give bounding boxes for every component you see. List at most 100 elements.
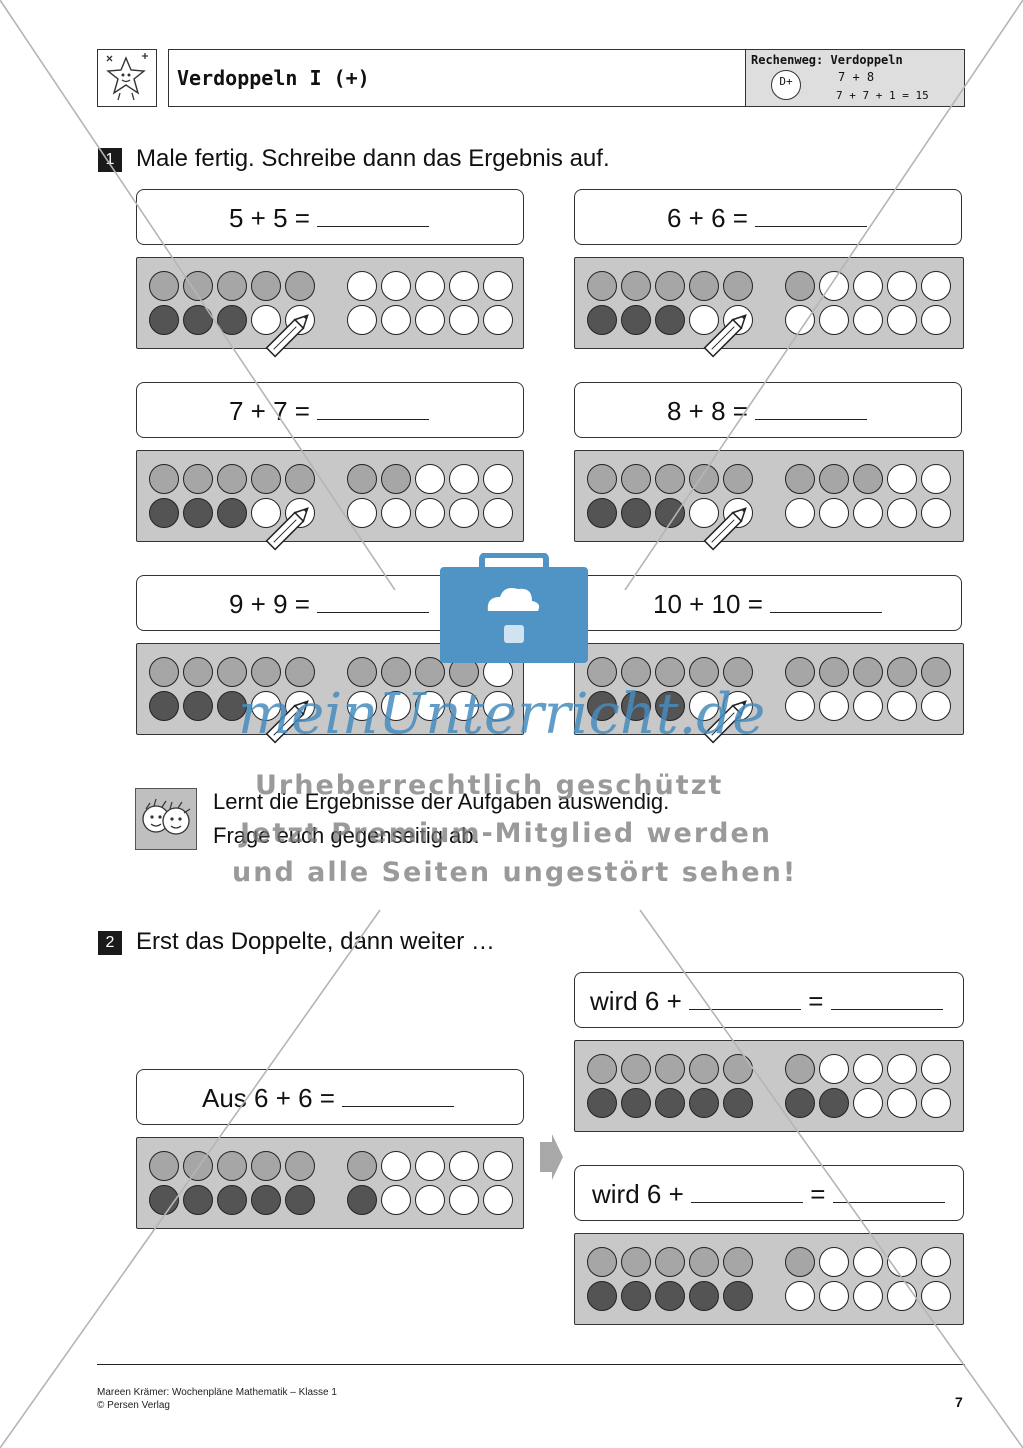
answer-blank[interactable] [316,395,429,420]
answer-blank[interactable] [691,1178,803,1203]
counter-dot [887,1247,917,1277]
counter-dot [251,271,281,301]
answer-blank[interactable] [769,588,882,613]
answer-blank[interactable] [832,1178,945,1203]
counter-dot [347,657,377,687]
counter-dot [149,464,179,494]
answer-blank[interactable] [316,588,429,613]
counter-dot [285,1151,315,1181]
counter-dot [921,1088,951,1118]
counter-dot [217,657,247,687]
counter-dot [887,271,917,301]
counter-dot [785,1247,815,1277]
counter-dot [415,1185,445,1215]
counter-dot [785,464,815,494]
counter-dot [381,498,411,528]
counter-dot [149,271,179,301]
counter-dot [723,1247,753,1277]
counter-dot [921,1281,951,1311]
counter-dot [689,464,719,494]
counter-dot [853,1281,883,1311]
counter-dot [655,691,685,721]
counter-dot [149,1185,179,1215]
result-equation-box-1: wird 6 + = [574,972,964,1028]
equation-box: 5 + 5 = [136,189,524,245]
counter-dot [449,1185,479,1215]
counter-dot [183,691,213,721]
counter-dot [655,1088,685,1118]
counter-dot [723,657,753,687]
counter-dot [819,1054,849,1084]
counter-dot [381,657,411,687]
counter-dot [415,305,445,335]
counter-dot [587,1281,617,1311]
counter-dot [149,691,179,721]
counter-dot [483,691,513,721]
counter-dot [689,1088,719,1118]
counter-dot [921,1054,951,1084]
counter-dot [723,1281,753,1311]
ten-frame [136,450,524,551]
counter-dot [217,1151,247,1181]
counter-dot [449,464,479,494]
example-line-1: 7 + 8 [838,70,875,84]
counter-dot [921,691,951,721]
result-ten-frame-1 [574,1040,964,1132]
counter-dot [819,464,849,494]
counter-dot [483,271,513,301]
answer-blank[interactable] [316,202,429,227]
counter-dot [347,305,377,335]
counter-dot [819,1088,849,1118]
counter-dot [723,1088,753,1118]
answer-blank[interactable] [689,985,801,1010]
counter-dot [149,657,179,687]
counter-dot [921,1247,951,1277]
counter-dot [483,1151,513,1181]
start-ten-frame [136,1137,524,1229]
counter-dot [689,1281,719,1311]
equation-box: 9 + 9 = [136,575,524,631]
counter-dot [587,691,617,721]
counter-dot [381,691,411,721]
counter-dot [217,464,247,494]
counter-dot [921,305,951,335]
counter-dot [347,1151,377,1181]
answer-blank[interactable] [342,1082,455,1107]
counter-dot [415,657,445,687]
counter-dot [785,1281,815,1311]
counter-dot [723,464,753,494]
counter-dot [621,1281,651,1311]
counter-dot [689,1247,719,1277]
counter-dot [449,498,479,528]
answer-blank[interactable] [830,985,943,1010]
counter-dot [183,498,213,528]
counter-dot [483,305,513,335]
result-ten-frame-2 [574,1233,964,1325]
answer-blank[interactable] [754,202,867,227]
star-mascot-icon [106,53,148,101]
counter-dot [921,464,951,494]
counter-dot [621,1247,651,1277]
counter-dot [723,1054,753,1084]
counter-dot [819,657,849,687]
counter-dot [853,305,883,335]
mascot-logo [97,49,157,107]
equation-box: 10 + 10 = [574,575,962,631]
counter-dot [785,657,815,687]
counter-dot [921,657,951,687]
equation-text: 10 + 10 = [653,589,763,619]
counter-dot [183,464,213,494]
counter-dot [819,271,849,301]
answer-blank[interactable] [754,395,867,420]
footer-divider [97,1364,965,1365]
counter-dot [887,1054,917,1084]
counter-dot [887,305,917,335]
counter-dot [347,1185,377,1215]
counter-dot [183,305,213,335]
counter-dot [251,691,281,721]
counter-dot [887,1088,917,1118]
counter-dot [251,1185,281,1215]
counter-dot [217,305,247,335]
counter-dot [587,1054,617,1084]
counter-dot [347,498,377,528]
